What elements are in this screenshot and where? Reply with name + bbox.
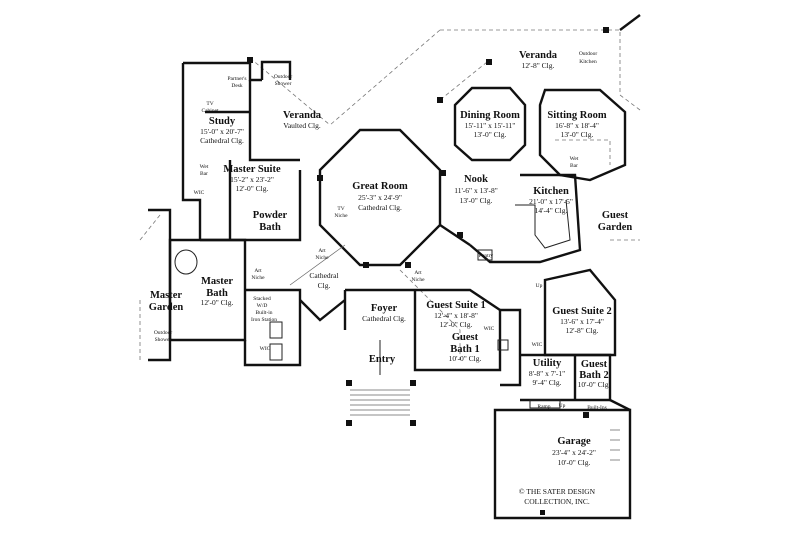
guest-bath-2-label: Guest	[581, 359, 608, 370]
utility-clg: 9'-4" Clg.	[533, 378, 562, 387]
wet-bar-right-label-2: Bar	[570, 163, 578, 169]
study-name: Study	[209, 116, 236, 127]
wet-bar-left-label: Wet	[200, 164, 209, 170]
guest-bath-1-clg: 10'-0" Clg.	[449, 354, 482, 363]
nook-dims: 11'-6" x 13'-8"	[454, 186, 498, 195]
guest-bath-2-label-2: Bath 2	[579, 370, 608, 381]
guest-bath-2-clg: 10'-0" Clg.	[578, 380, 611, 389]
guest-suite-1-dims: 12'-4" x 18'-8"	[434, 311, 478, 320]
dining-room-clg: 13'-0" Clg.	[474, 130, 507, 139]
powder-bath-label: Powder	[253, 210, 288, 221]
master-bath-label: Master	[201, 276, 233, 287]
up-label-2: Up	[559, 403, 566, 409]
partners-desk-label: Partner's	[227, 76, 246, 82]
veranda-left-clg: Vaulted Clg.	[283, 121, 321, 130]
outdoor-kitchen-label-2: Kitchen	[579, 59, 597, 65]
ramp-label: Ramp	[537, 404, 550, 410]
outdoor-shower-top-label: Outdoor	[274, 74, 293, 80]
garage-dims: 23'-4" x 24'-2"	[552, 448, 596, 457]
kitchen-clg: 14'-4" Clg.	[535, 206, 568, 215]
study-clg: Cathedral Clg.	[200, 136, 244, 145]
master-suite-clg: 12'-0" Clg.	[236, 184, 269, 193]
guest-garden-label-2: Garden	[598, 222, 633, 233]
up-label-1: Up	[536, 283, 543, 289]
guest-suite-2-name: Guest Suite 2	[552, 306, 612, 317]
copyright-line-2: COLLECTION, INC.	[524, 497, 590, 506]
foyer-name: Foyer	[371, 303, 398, 314]
columns	[247, 27, 609, 515]
copyright-line-1: © THE SATER DESIGN	[519, 487, 596, 496]
sitting-room-name: Sitting Room	[547, 110, 606, 121]
study-dims: 15'-0" x 20'-7"	[200, 127, 244, 136]
stacked-wd-label: Stacked	[253, 296, 271, 302]
master-garden-label-2: Garden	[149, 302, 184, 313]
veranda-left-name: Veranda	[283, 110, 322, 121]
master-suite-name: Master Suite	[223, 164, 281, 175]
wet-bar-right-label: Wet	[570, 156, 579, 162]
tv-cabinet-label-2: Cabinet	[201, 108, 219, 114]
sitting-room-dims: 16'-8" x 18'-4"	[555, 121, 599, 130]
outdoor-shower-left-label-2: Shower	[155, 337, 172, 343]
pantry-label: Pantry	[479, 253, 494, 259]
guest-suite-2-dims: 13'-6" x 17'-4"	[560, 317, 604, 326]
wic-guest2-label: WIC	[532, 342, 543, 348]
wic-study-label: WIC	[194, 190, 205, 196]
wic-master-label: WIC	[260, 346, 271, 352]
outdoor-shower-left-label: Outdoor	[154, 330, 173, 336]
entry-name: Entry	[369, 354, 396, 365]
iron-station-label-2: Iron Station	[251, 317, 277, 323]
veranda-top-clg: 12'-8" Clg.	[522, 61, 555, 70]
master-garden-label: Master	[150, 290, 182, 301]
partners-desk-label-2: Desk	[231, 83, 243, 89]
dining-room-dims: 15'-11" x 15'-11"	[465, 121, 516, 130]
room-labels: Veranda 12'-8" Clg. Outdoor Kitchen Dini…	[149, 50, 633, 506]
wic-guest1-label: WIC	[484, 326, 495, 332]
outdoor-shower-top-label-2: Shower	[275, 81, 292, 87]
dining-room-name: Dining Room	[460, 110, 520, 121]
powder-bath-label-2: Bath	[259, 222, 281, 233]
built-ins-label: Built-Ins	[587, 405, 607, 411]
exterior-walls	[148, 14, 641, 520]
master-suite-dims: 15'-2" x 23'-2"	[230, 175, 274, 184]
art-niche-2-label-2: Niche	[251, 275, 265, 281]
great-room-dims: 25'-3" x 24'-9"	[358, 193, 402, 202]
sitting-room-clg: 13'-0" Clg.	[561, 130, 594, 139]
fixtures	[174, 244, 620, 461]
art-niche-3-label: Art	[414, 270, 422, 276]
wet-bar-left-label-2: Bar	[200, 171, 208, 177]
foyer-clg: Cathedral Clg.	[362, 314, 406, 323]
kitchen-name: Kitchen	[533, 186, 569, 197]
art-niche-1-label-2: Niche	[315, 255, 329, 261]
great-room-clg: Cathedral Clg.	[358, 203, 402, 212]
stacked-wd-label-2: W/D	[257, 303, 268, 309]
great-room-name: Great Room	[352, 181, 408, 192]
tv-niche-label: TV	[337, 206, 344, 212]
guest-bath-1-label-2: Bath 1	[450, 344, 479, 355]
master-bath-label-2: Bath	[206, 288, 228, 299]
utility-name: Utility	[533, 358, 562, 369]
cathedral-left-label-2: Clg.	[318, 281, 331, 290]
guest-garden-label: Guest	[602, 210, 629, 221]
nook-name: Nook	[464, 174, 488, 185]
tv-niche-label-2: Niche	[334, 213, 348, 219]
iron-station-label: Built-in	[255, 310, 272, 316]
guest-bath-1-label: Guest	[452, 332, 479, 343]
kitchen-dims: 21'-0" x 17'-5"	[529, 197, 573, 206]
art-niche-1-label: Art	[318, 248, 326, 254]
garage-name: Garage	[557, 436, 591, 447]
guest-suite-2-clg: 12'-8" Clg.	[566, 326, 599, 335]
cathedral-left-label: Cathedral	[309, 271, 338, 280]
guest-suite-1-clg: 12'-0" Clg.	[440, 320, 473, 329]
guest-suite-1-name: Guest Suite 1	[426, 300, 486, 311]
tv-cabinet-label: TV	[206, 101, 213, 107]
nook-clg: 13'-0" Clg.	[460, 196, 493, 205]
master-bath-clg: 12'-0" Clg.	[201, 298, 234, 307]
veranda-top-name: Veranda	[519, 50, 558, 61]
art-niche-2-label: Art	[254, 268, 262, 274]
garage-clg: 10'-0" Clg.	[558, 458, 591, 467]
outdoor-kitchen-label: Outdoor	[579, 51, 598, 57]
art-niche-3-label-2: Niche	[411, 277, 425, 283]
utility-dims: 8'-8" x 7'-1"	[529, 369, 565, 378]
